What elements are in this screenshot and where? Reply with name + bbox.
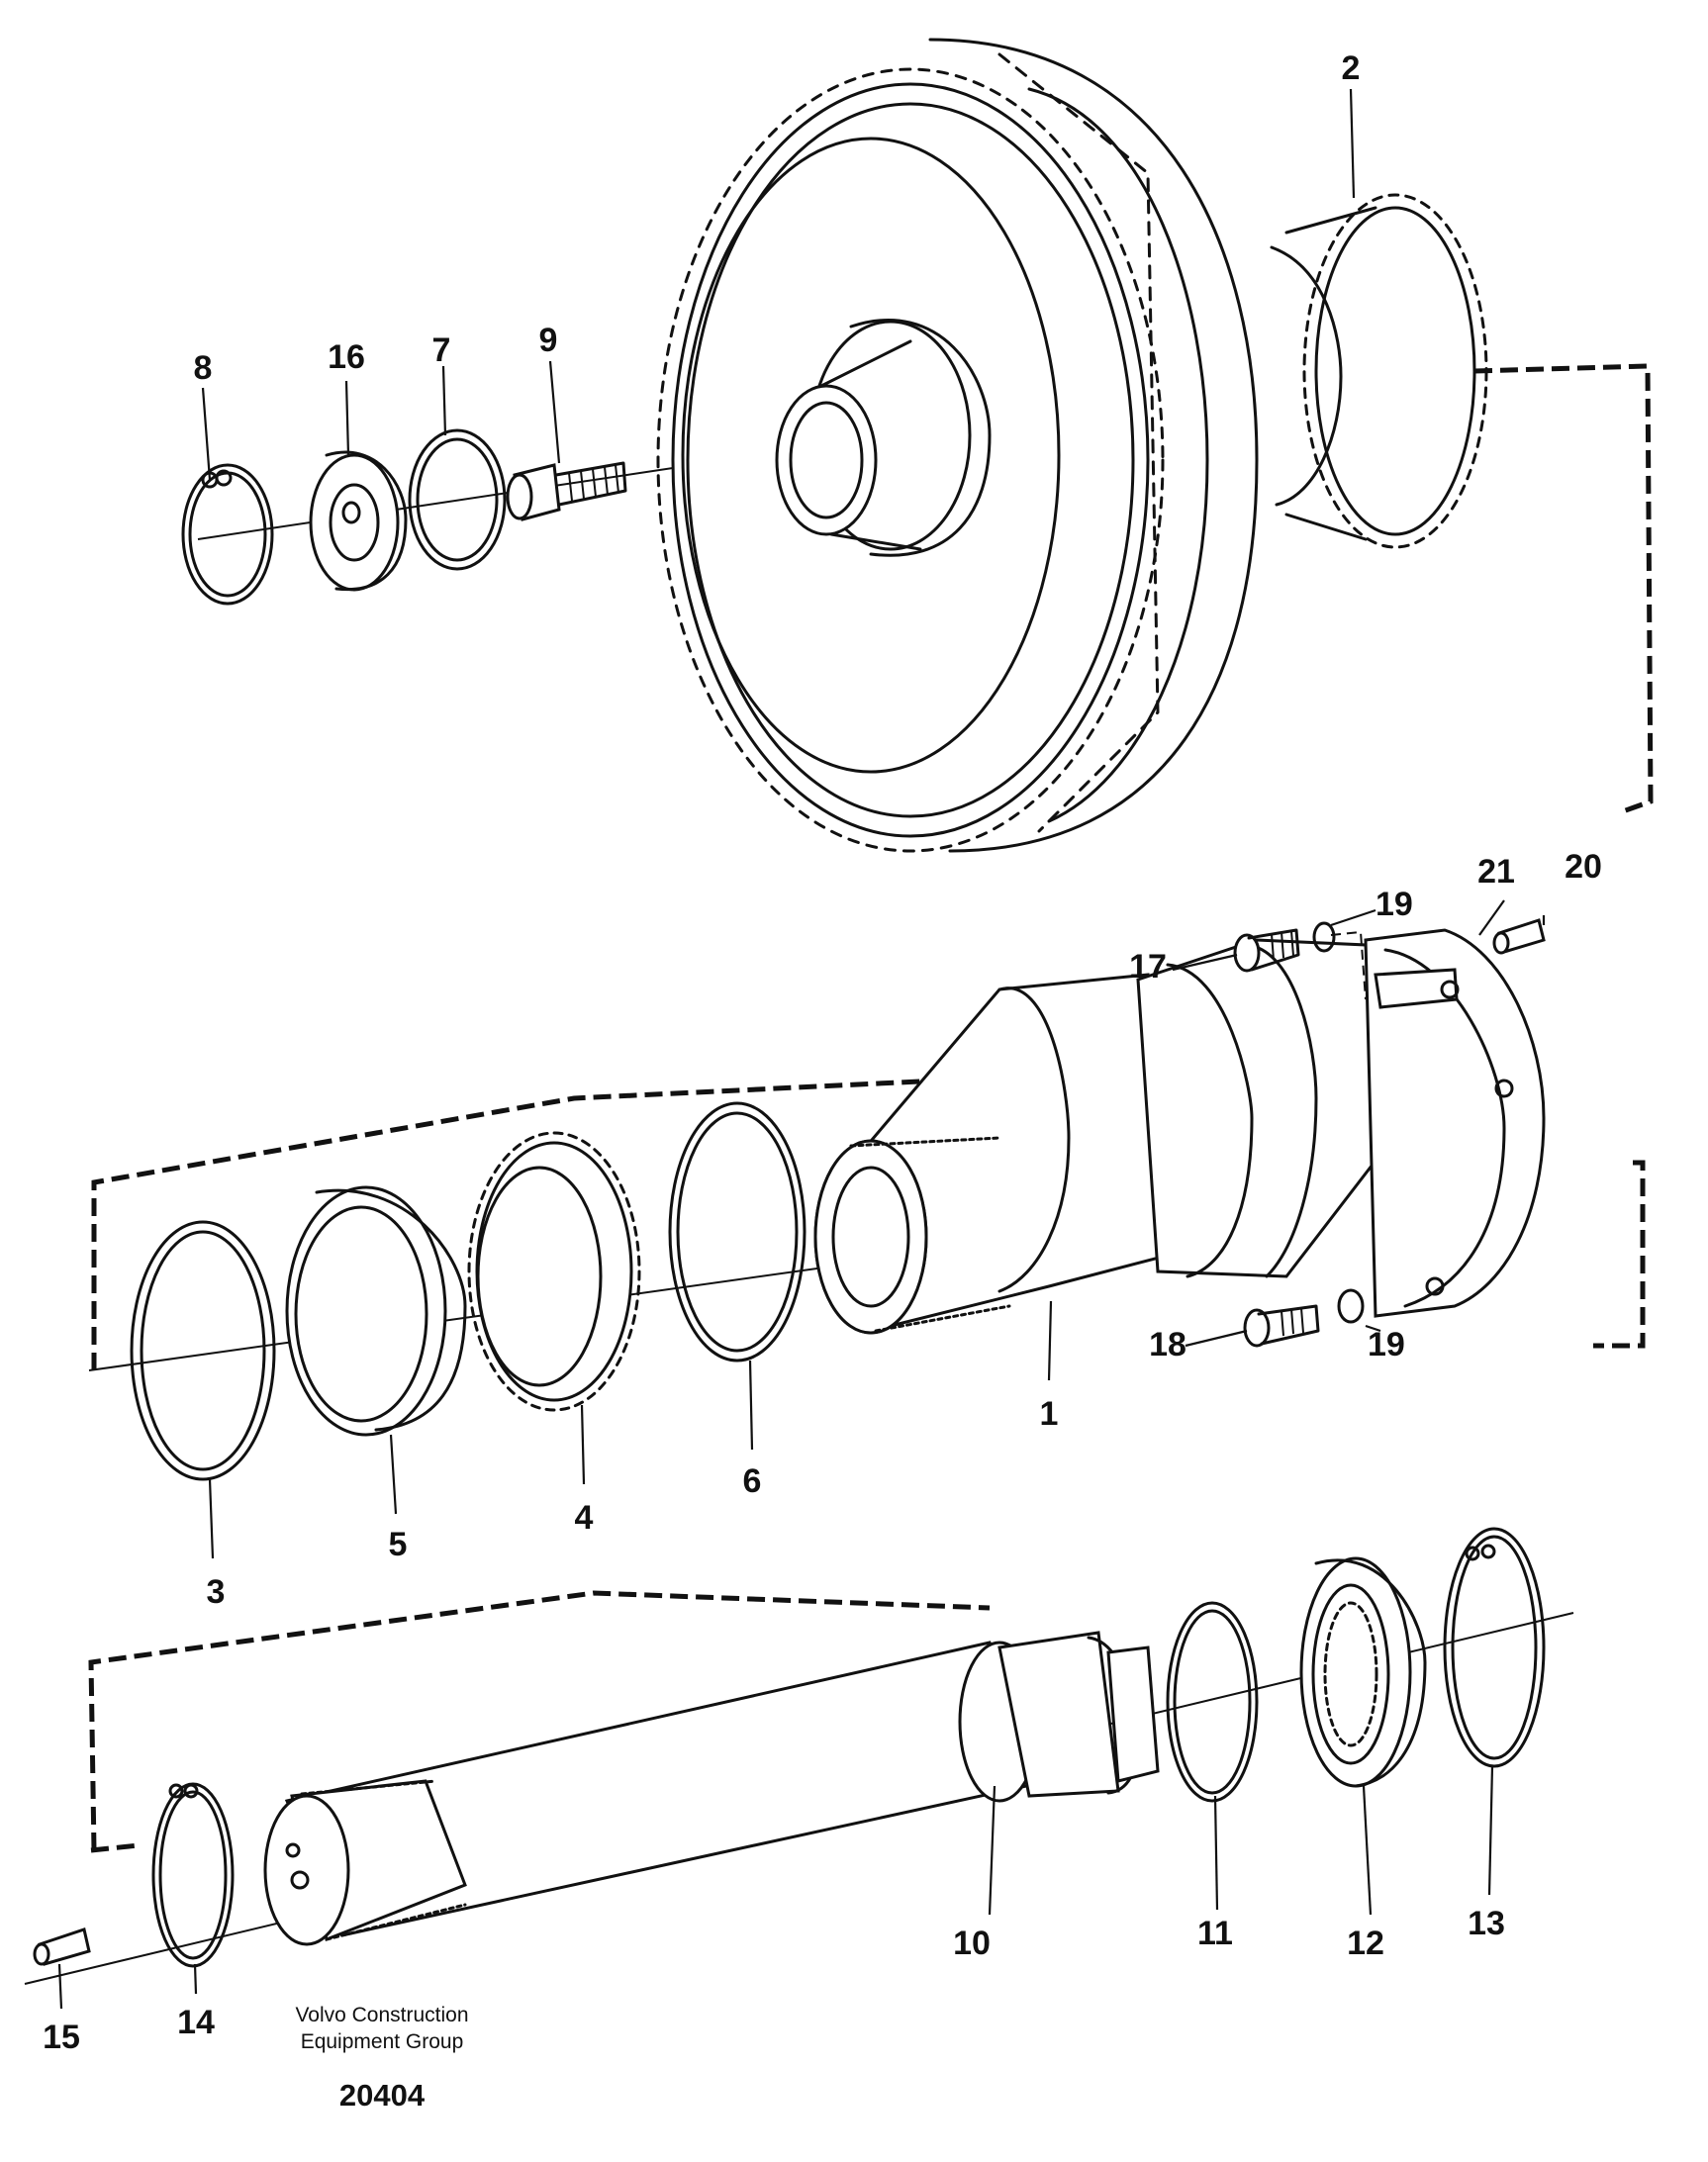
label-part-14: 14 [177,2004,215,2041]
label-part-21: 21 [1477,853,1515,891]
label-part-2: 2 [1342,49,1361,87]
label-part-17: 17 [1129,948,1167,986]
company-name-line1: Volvo Construction [295,2004,468,2026]
company-name-line2: Equipment Group [301,2030,464,2053]
o-ring-7 [408,428,507,571]
stator-shaft-assembly [88,918,1646,1481]
label-part-19-top: 19 [1376,886,1413,923]
bushing-16 [309,450,408,592]
label-part-8: 8 [194,349,213,387]
label-part-1: 1 [1040,1395,1059,1433]
bolt-9 [506,461,627,521]
label-part-4: 4 [575,1499,594,1537]
label-part-6: 6 [743,1462,762,1500]
turbine-shaft-assembly [24,1527,1574,1985]
footer: Volvo Construction Equipment Group 20404 [295,2004,468,2113]
label-part-12: 12 [1347,1925,1384,1962]
label-part-20: 20 [1565,848,1602,886]
torque-converter-assembly [197,38,1654,853]
drawing-number: 20404 [339,2078,426,2113]
label-part-15: 15 [43,2019,80,2056]
label-part-19-bottom: 19 [1368,1326,1405,1363]
label-part-3: 3 [207,1573,226,1611]
label-part-11: 11 [1197,1915,1233,1952]
label-part-18: 18 [1149,1326,1186,1363]
label-part-9: 9 [539,322,558,359]
label-part-5: 5 [389,1526,408,1563]
label-part-10: 10 [953,1925,991,1962]
part-labels: 1 2 3 4 5 6 7 8 9 10 11 12 13 14 15 16 1… [43,49,1602,2056]
label-part-16: 16 [328,338,365,376]
label-part-7: 7 [432,331,451,369]
leader-lines [57,88,1546,2010]
label-part-13: 13 [1468,1905,1505,1942]
